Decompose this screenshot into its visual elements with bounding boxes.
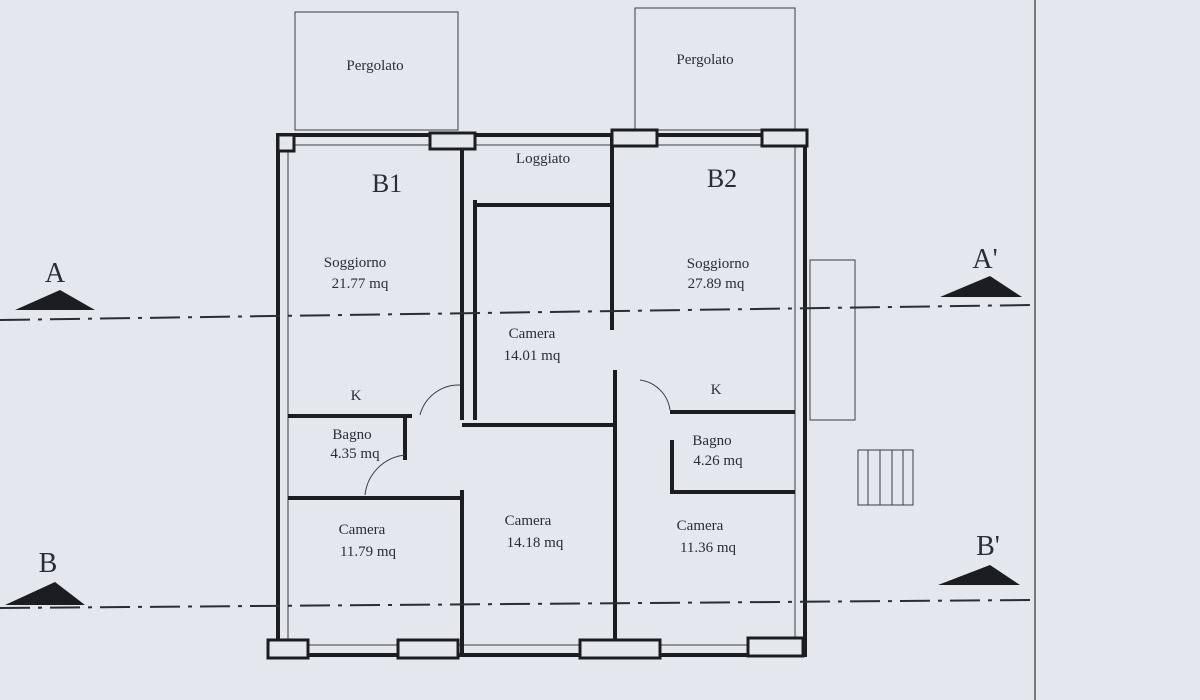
kitchen-label-b2: K (711, 382, 722, 398)
room-soggiorno-b2: Soggiorno 27.89 mq (687, 256, 750, 292)
section-arrow-b-prime (938, 565, 1020, 585)
section-label-a: A (45, 258, 66, 289)
svg-text:4.26 mq: 4.26 mq (693, 453, 743, 469)
room-camera-b2: Camera 11.36 mq (677, 518, 737, 556)
section-arrow-b (5, 582, 85, 605)
svg-text:Camera: Camera (505, 513, 552, 529)
svg-text:27.89 mq: 27.89 mq (688, 276, 745, 292)
svg-text:21.77 mq: 21.77 mq (332, 276, 389, 292)
unit-label-b1: B1 (372, 169, 402, 198)
room-soggiorno-b1: Soggiorno 21.77 mq (324, 255, 389, 292)
pergola-right-label: Pergolato (676, 52, 733, 68)
room-camera-b1: Camera 11.79 mq (339, 522, 397, 560)
section-label-b-prime: B' (976, 531, 1000, 562)
room-camera-center-bottom: Camera 14.18 mq (505, 513, 564, 551)
svg-text:Camera: Camera (339, 522, 386, 538)
section-line-a (0, 304, 1031, 321)
svg-text:14.18 mq: 14.18 mq (507, 535, 564, 551)
svg-text:Bagno: Bagno (332, 427, 371, 443)
svg-text:Soggiorno: Soggiorno (687, 256, 750, 272)
stairs (809, 259, 914, 506)
section-label-b: B (39, 548, 58, 579)
svg-text:Camera: Camera (677, 518, 724, 534)
svg-text:4.35 mq: 4.35 mq (330, 446, 380, 462)
svg-text:Bagno: Bagno (692, 433, 731, 449)
pergola-right (634, 7, 796, 131)
kitchen-label-b1: K (351, 388, 362, 404)
walls (266, 128, 809, 660)
section-arrow-a (15, 290, 95, 310)
svg-text:11.36 mq: 11.36 mq (680, 540, 737, 556)
section-line-b (0, 599, 1031, 609)
svg-text:Camera: Camera (509, 326, 556, 342)
pergola-left-label: Pergolato (346, 58, 403, 74)
svg-text:11.79 mq: 11.79 mq (340, 544, 397, 560)
unit-label-b2: B2 (707, 164, 737, 193)
room-bagno-b2: Bagno 4.26 mq (692, 433, 743, 469)
loggia-label: Loggiato (516, 151, 570, 167)
svg-text:Soggiorno: Soggiorno (324, 255, 387, 271)
section-arrow-a-prime (940, 276, 1022, 297)
pergola-left (294, 11, 459, 131)
svg-text:14.01 mq: 14.01 mq (504, 348, 561, 364)
section-label-a-prime: A' (972, 244, 997, 275)
room-camera-center-top: Camera 14.01 mq (504, 326, 561, 364)
room-bagno-b1: Bagno 4.35 mq (330, 427, 380, 462)
